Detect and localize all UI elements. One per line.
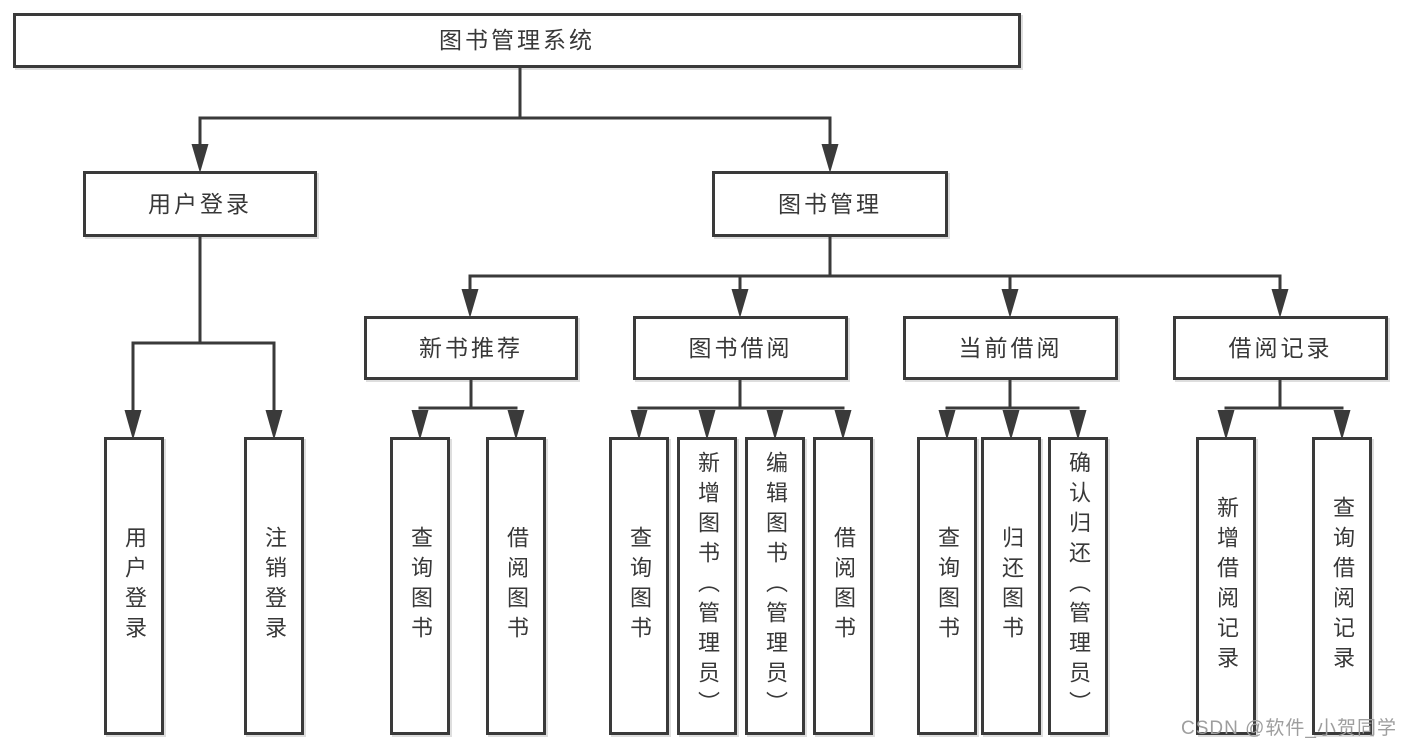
leaf-return-books-label: 归还图书 [999,526,1024,646]
node-new-book-recommend: 新书推荐 [364,316,578,380]
node-user-login-branch: 用户登录 [83,171,317,237]
leaf-add-books-admin-label: 新增图书（管理员） [695,451,720,721]
leaf-query-books-3: 查询图书 [917,437,977,735]
watermark: CSDN @软件_小贺同学 [1181,718,1397,739]
node-book-borrow-label: 图书借阅 [688,334,793,361]
leaf-query-borrow-record: 查询借阅记录 [1312,437,1372,735]
node-current-borrow-label: 当前借阅 [958,334,1063,361]
leaf-user-login: 用户登录 [104,437,164,735]
node-book-mgmt-branch-label: 图书管理 [778,190,882,217]
node-root: 图书管理系统 [13,13,1021,68]
leaf-borrow-books-2-label: 借阅图书 [831,526,856,646]
leaf-query-books-2: 查询图书 [609,437,669,735]
node-user-login-branch-label: 用户登录 [148,190,252,217]
node-book-mgmt-branch: 图书管理 [712,171,948,237]
leaf-borrow-books-1: 借阅图书 [486,437,546,735]
node-new-book-recommend-label: 新书推荐 [419,334,523,361]
leaf-logout-label: 注销登录 [262,526,287,646]
leaf-query-books-2-label: 查询图书 [627,526,652,646]
leaf-return-books: 归还图书 [981,437,1041,735]
leaf-edit-books-admin-label: 编辑图书（管理员） [763,451,788,721]
node-book-borrow: 图书借阅 [633,316,848,380]
node-root-label: 图书管理系统 [439,27,595,53]
leaf-borrow-books-2: 借阅图书 [813,437,873,735]
leaf-borrow-books-1-label: 借阅图书 [504,526,529,646]
leaf-query-books-1: 查询图书 [390,437,450,735]
leaf-query-books-3-label: 查询图书 [935,526,960,646]
leaf-query-borrow-record-label: 查询借阅记录 [1330,496,1355,676]
leaf-add-borrow-record-label: 新增借阅记录 [1214,496,1239,676]
node-borrow-records-label: 借阅记录 [1228,334,1333,361]
leaf-add-books-admin: 新增图书（管理员） [677,437,737,735]
node-current-borrow: 当前借阅 [903,316,1118,380]
leaf-user-login-label: 用户登录 [122,526,147,646]
leaf-edit-books-admin: 编辑图书（管理员） [745,437,805,735]
leaf-add-borrow-record: 新增借阅记录 [1196,437,1256,735]
leaf-query-books-1-label: 查询图书 [408,526,433,646]
leaf-confirm-return-admin: 确认归还（管理员） [1048,437,1108,735]
leaf-logout: 注销登录 [244,437,304,735]
node-borrow-records: 借阅记录 [1173,316,1388,380]
leaf-confirm-return-admin-label: 确认归还（管理员） [1066,451,1091,721]
arrowheads [124,144,1351,440]
